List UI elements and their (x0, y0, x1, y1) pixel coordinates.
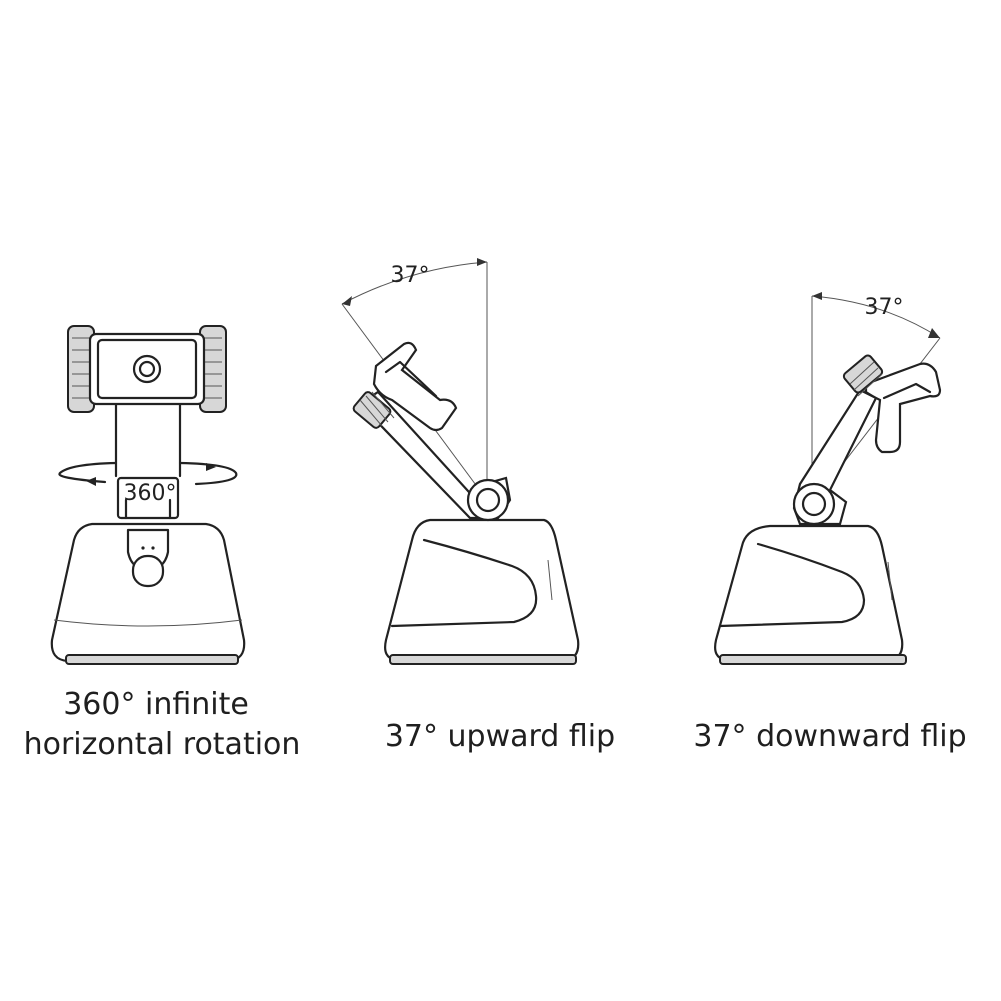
stand-base (384, 518, 580, 665)
panel-upward-flip: 37° 37° upward flip (341, 258, 615, 754)
caption-line-1: 37° upward flip (385, 719, 615, 754)
stand-neck (114, 400, 182, 520)
phone-clamp (67, 325, 227, 413)
stand-base (714, 524, 907, 665)
tilted-arm (352, 341, 512, 522)
rotation-arrow (58, 461, 238, 486)
panel-horizontal-rotation: 360° 360° infinite horizontal rotation (24, 325, 301, 762)
flip-angle-label: 37° (865, 295, 904, 320)
panel-downward-flip: 37° 37° downward flip (693, 292, 967, 754)
caption-line-1: 37° downward flip (693, 719, 966, 754)
tilted-arm (792, 354, 942, 526)
rotation-angle-label: 360° (124, 481, 177, 506)
caption-line-1: 360° infinite (63, 687, 249, 722)
caption-line-2: horizontal rotation (24, 727, 301, 762)
angle-guide (341, 258, 488, 501)
flip-angle-label: 37° (391, 263, 430, 288)
stand-base (50, 522, 246, 665)
